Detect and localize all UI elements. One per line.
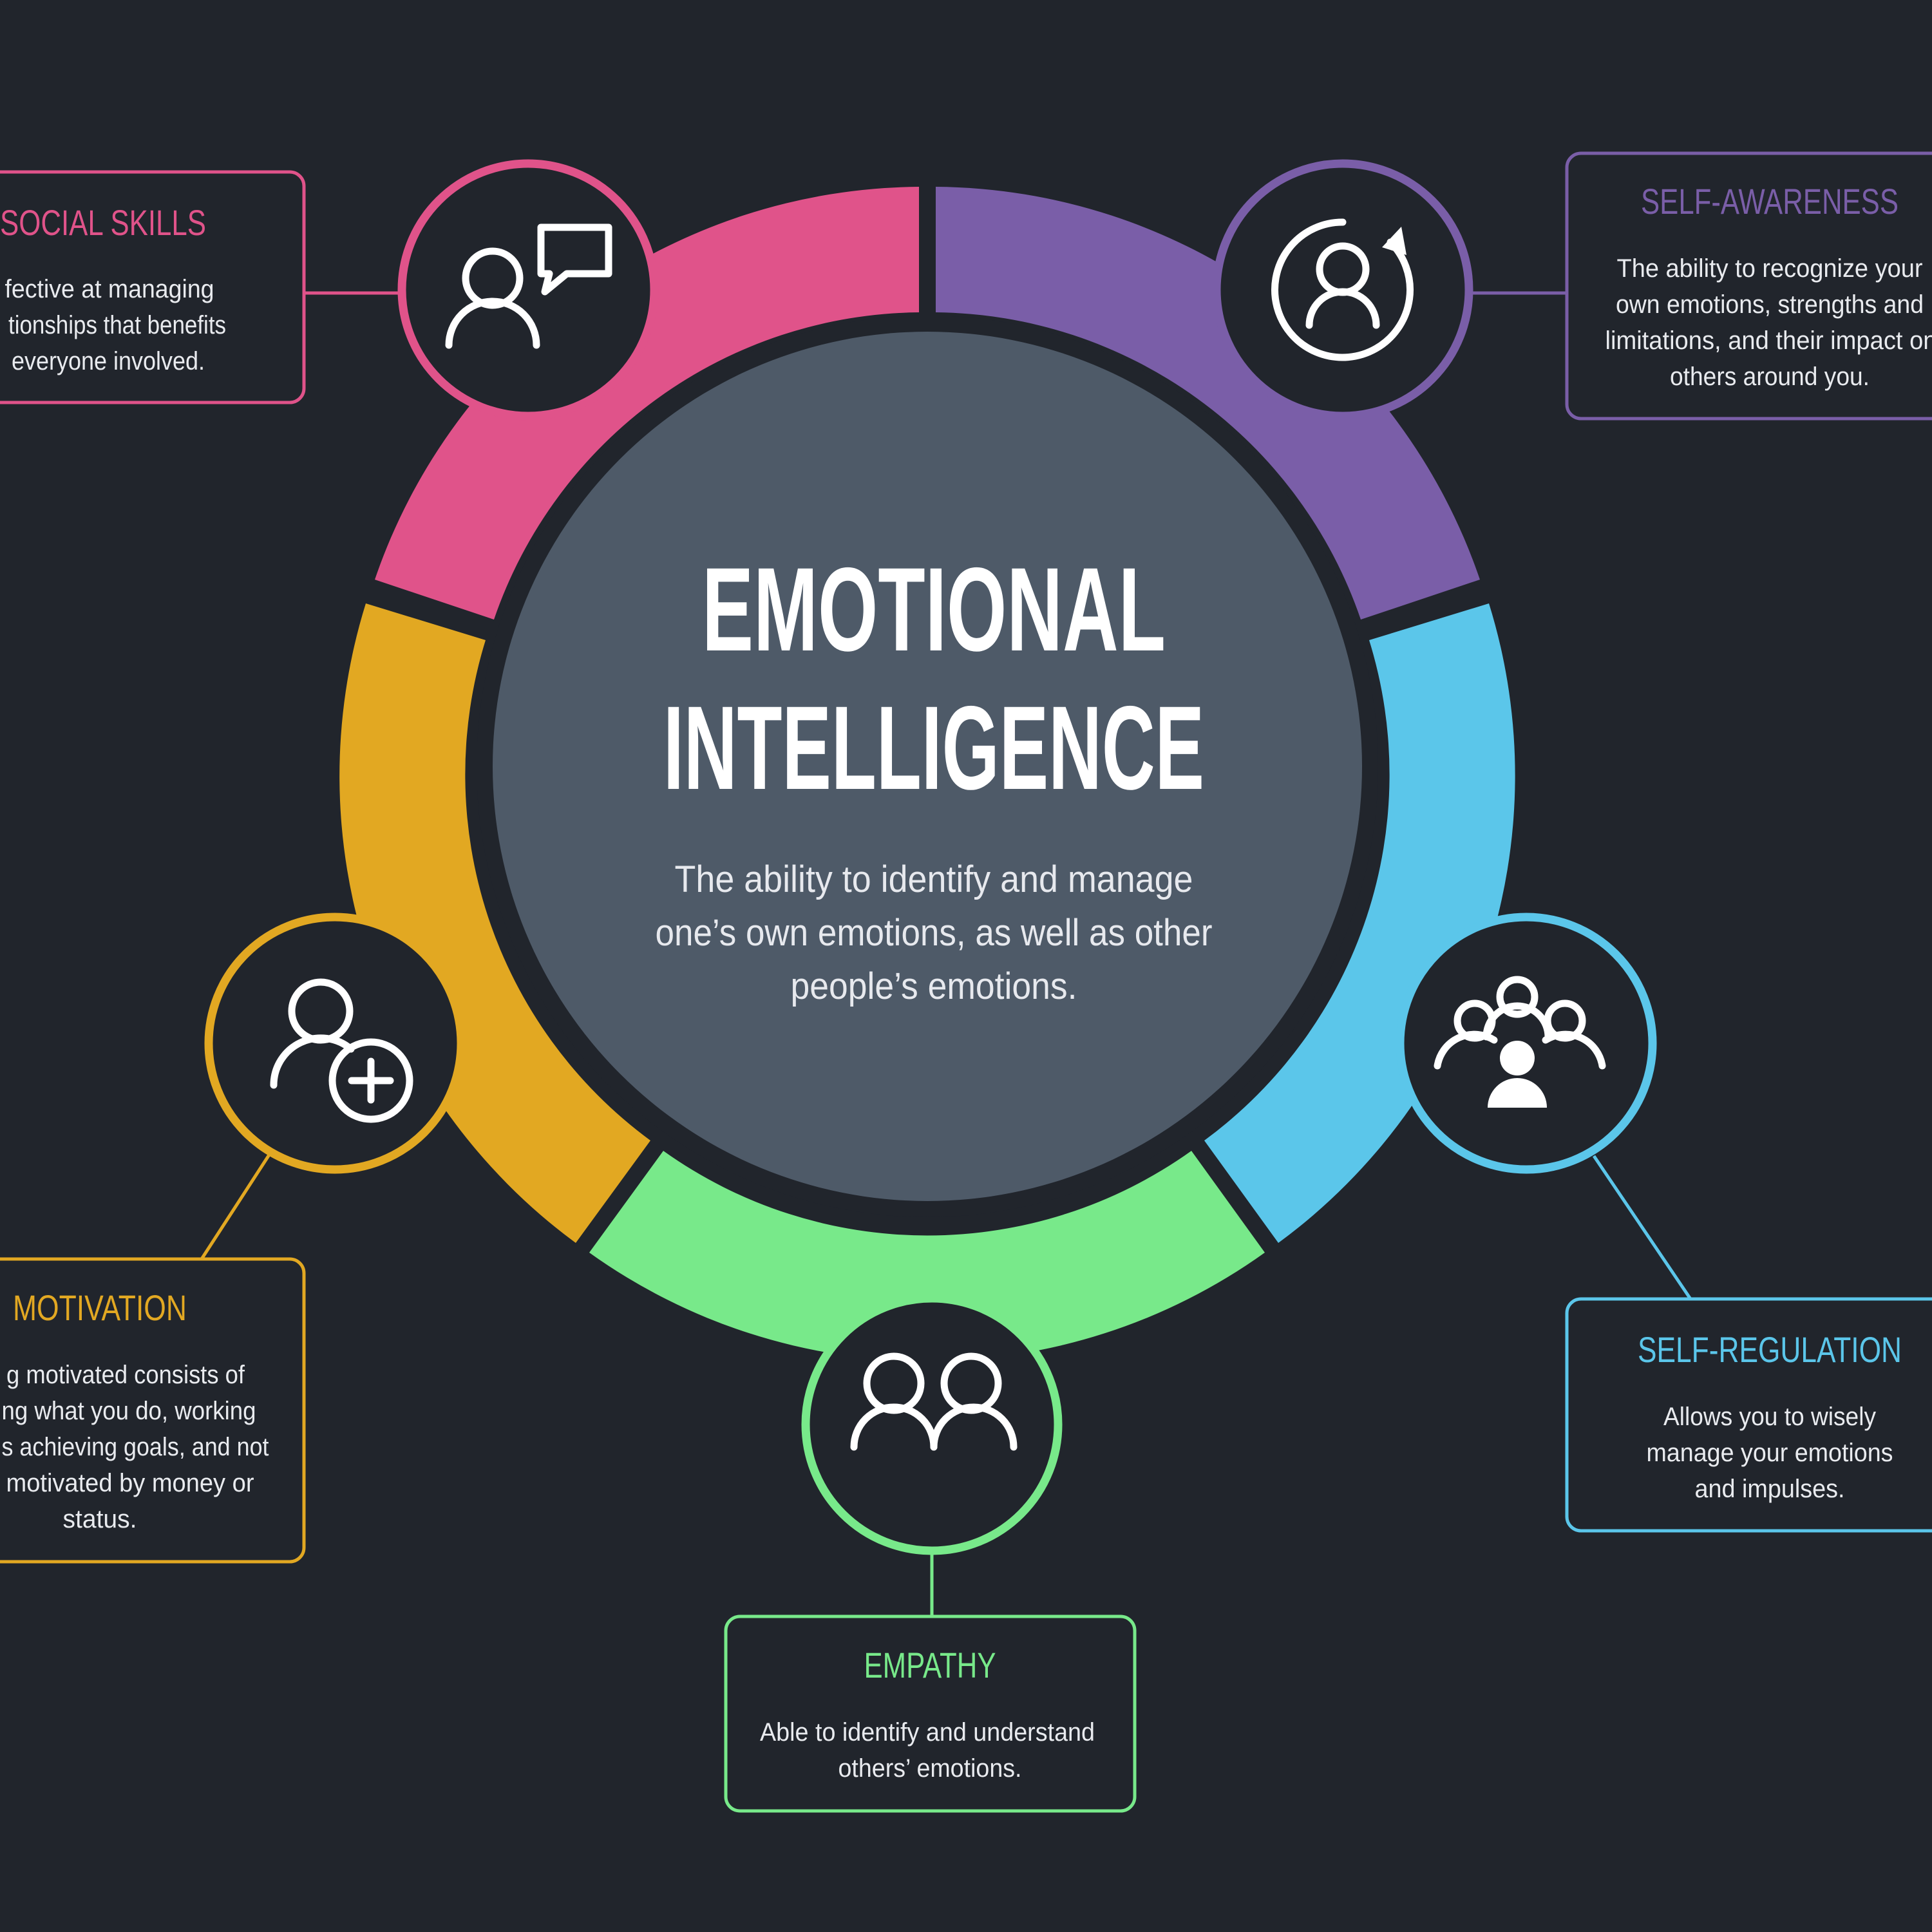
card-desc-motivation-line3: s achieving goals, and not	[2, 1433, 269, 1461]
node-empathy	[801, 1294, 1063, 1555]
connector-self-regulation	[1592, 1155, 1692, 1300]
node-social-skills	[397, 159, 659, 421]
card-desc-self-regulation-line3: and impulses.	[1695, 1475, 1845, 1503]
card-self-regulation: SELF-REGULATION Allows you to wisely man…	[1565, 1297, 1932, 1533]
ring-segment-empathy	[589, 1151, 1265, 1361]
card-desc-social-skills-line2: tionships that benefits	[8, 311, 226, 339]
connector-motivation	[200, 1151, 272, 1260]
card-desc-social-skills-line3: everyone involved.	[12, 347, 205, 375]
center-description-line1: The ability to identify and manage	[675, 858, 1193, 900]
card-desc-empathy-line2: others’ emotions.	[838, 1754, 1022, 1783]
card-desc-motivation-line4: motivated by money or	[6, 1469, 254, 1497]
card-desc-motivation-line2: ng what you do, working	[2, 1397, 256, 1425]
card-motivation: MOTIVATION g motivated consists of ng wh…	[0, 1257, 306, 1564]
page-title-line2: INTELLIGENCE	[663, 682, 1204, 815]
ring-segment-motivation	[339, 603, 650, 1243]
connectors	[200, 291, 1692, 1616]
group-people-icon	[1434, 976, 1606, 1108]
card-desc-motivation-line5: status.	[63, 1505, 137, 1533]
card-empathy: EMPATHY Able to identify and understand …	[724, 1615, 1137, 1813]
card-border-motivation	[0, 1257, 306, 1564]
card-title-self-regulation: SELF-REGULATION	[1638, 1329, 1902, 1370]
card-title-motivation: MOTIVATION	[13, 1287, 187, 1328]
card-title-social-skills: SOCIAL SKILLS	[0, 202, 206, 243]
card-desc-self-awareness-line3: limitations, and their impact on	[1605, 327, 1932, 355]
card-title-self-awareness: SELF-AWARENESS	[1641, 181, 1899, 222]
card-border-self-awareness	[1565, 151, 1932, 421]
ring-segment-self-regulation	[1204, 603, 1515, 1243]
center-circle	[493, 332, 1362, 1201]
page-title-line1: EMOTIONAL	[702, 544, 1166, 676]
node-motivation	[204, 913, 466, 1174]
card-social-skills: SOCIAL SKILLS fective at managing tionsh…	[0, 170, 306, 404]
card-desc-empathy-line1: Able to identify and understand	[760, 1718, 1095, 1747]
card-desc-self-awareness-line1: The ability to recognize your	[1617, 254, 1923, 283]
icon-circle-empathy	[801, 1294, 1063, 1555]
card-self-awareness: SELF-AWARENESS The ability to recognize …	[1565, 151, 1932, 421]
card-desc-motivation-line1: g motivated consists of	[6, 1361, 245, 1389]
card-desc-self-awareness-line4: others around you.	[1670, 363, 1870, 391]
ring-segment-self-awareness	[936, 187, 1480, 620]
card-desc-self-regulation-line1: Allows you to wisely	[1663, 1403, 1876, 1431]
center-description-line3: people’s emotions.	[791, 965, 1077, 1007]
person-cycle-arrow-icon	[1271, 218, 1414, 361]
person-speech-bubble-icon	[445, 223, 612, 349]
node-self-awareness	[1212, 159, 1473, 421]
ring-segment-social-skills	[375, 187, 919, 620]
card-title-empathy: EMPATHY	[864, 1645, 996, 1685]
icon-circle-social-skills	[397, 159, 659, 421]
card-border-self-regulation	[1565, 1297, 1932, 1533]
card-desc-self-regulation-line2: manage your emotions	[1647, 1439, 1893, 1467]
card-border-empathy	[724, 1615, 1137, 1813]
ring	[339, 187, 1515, 1361]
card-border-social-skills	[0, 170, 306, 404]
card-desc-self-awareness-line2: own emotions, strengths and	[1616, 290, 1924, 319]
center-description-line2: one’s own emotions, as well as other	[656, 912, 1213, 954]
two-people-icon	[850, 1352, 1018, 1451]
person-add-icon	[270, 978, 413, 1123]
card-desc-social-skills-line1: fective at managing	[5, 275, 214, 303]
node-self-regulation	[1396, 913, 1657, 1174]
